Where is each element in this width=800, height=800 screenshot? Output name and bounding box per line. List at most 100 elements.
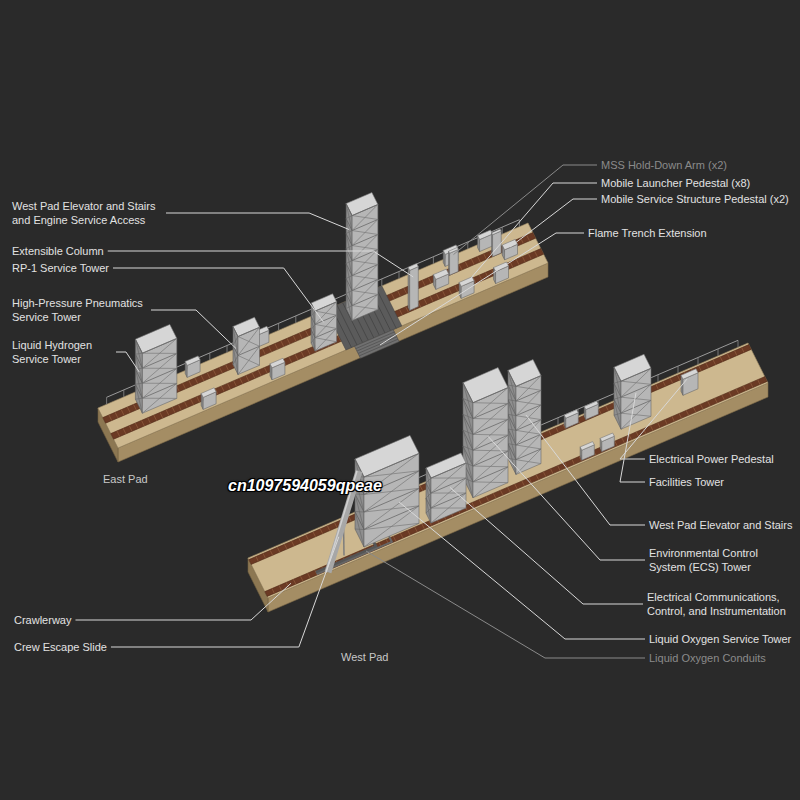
callout-label: Environmental Control System (ECS) Tower bbox=[649, 546, 769, 574]
crawlerway-tie bbox=[629, 435, 631, 440]
lattice-brace bbox=[352, 246, 378, 250]
lattice-bar bbox=[142, 353, 176, 368]
lattice-bar bbox=[355, 494, 364, 512]
railing-post bbox=[123, 390, 124, 397]
lattice-bar bbox=[614, 367, 621, 381]
lattice-bar bbox=[516, 434, 541, 445]
callout-label: Liquid Oxygen Conduits bbox=[649, 651, 766, 665]
leader-line bbox=[366, 551, 645, 658]
crawlerway-tie bbox=[160, 412, 163, 418]
lattice-brace bbox=[516, 420, 541, 445]
lattice-brace bbox=[621, 400, 651, 429]
lattice-bar bbox=[355, 512, 364, 530]
lattice-brace bbox=[516, 430, 541, 434]
crawlerway-tie bbox=[751, 383, 753, 388]
crawlerway-tie bbox=[313, 532, 315, 537]
lattice-brace bbox=[508, 414, 516, 415]
crawlerway-tie bbox=[508, 487, 510, 492]
lattice-bar bbox=[508, 444, 516, 460]
lattice-bar bbox=[135, 354, 142, 368]
callout-label: Liquid Hydrogen Service Tower bbox=[12, 338, 112, 366]
crawlerway-tie bbox=[221, 386, 224, 392]
lattice-brace bbox=[426, 498, 431, 523]
crawlerway-tie bbox=[484, 254, 487, 260]
callout-label: High-Pressure Pneumatics Service Tower bbox=[12, 296, 147, 324]
crawlerway-tie bbox=[263, 349, 266, 355]
crawlerway-tie bbox=[686, 410, 688, 415]
lattice-brace bbox=[346, 234, 352, 261]
railing-post bbox=[295, 316, 296, 323]
lattice-bar bbox=[516, 449, 541, 460]
lattice-bar bbox=[315, 302, 337, 311]
crawlerway-tie bbox=[213, 370, 216, 376]
railing-post bbox=[209, 353, 210, 360]
crawlerway-tie bbox=[197, 397, 200, 403]
leader-line bbox=[75, 583, 291, 620]
lattice-brace bbox=[431, 463, 466, 493]
crawlerway-tie bbox=[430, 296, 433, 302]
crawlerway-tie bbox=[424, 299, 427, 305]
leader-line bbox=[111, 537, 339, 647]
crawlerway-tie bbox=[510, 262, 513, 268]
crawlerway-tie bbox=[471, 259, 474, 265]
tower-top bbox=[508, 360, 541, 387]
lattice-brace bbox=[364, 523, 419, 529]
lattice-brace bbox=[473, 435, 508, 466]
callout-label: Mobile Service Structure Pedestal (x2) bbox=[601, 192, 789, 206]
lattice-brace bbox=[621, 413, 651, 416]
callout-label: Electrical Power Pedestal bbox=[649, 452, 774, 466]
lattice-brace bbox=[621, 397, 651, 400]
lattice-bar bbox=[352, 204, 378, 215]
crawlerway-tie bbox=[459, 264, 462, 270]
crawlerway-tie bbox=[306, 330, 309, 336]
crawlerway-tie bbox=[543, 472, 545, 477]
tower-top bbox=[584, 401, 598, 410]
lattice-brace bbox=[311, 338, 315, 343]
lattice-brace bbox=[431, 493, 466, 494]
lattice-brace bbox=[473, 388, 508, 419]
crawlerway-tie bbox=[109, 415, 112, 421]
crawlerway-tie bbox=[720, 357, 722, 362]
crawlerway-tie bbox=[166, 410, 169, 416]
lattice-brace bbox=[135, 339, 142, 368]
crawlerway-tie bbox=[246, 375, 249, 381]
tower-top bbox=[346, 193, 378, 216]
crawlerway-tie bbox=[663, 381, 665, 386]
railing-post bbox=[106, 397, 107, 404]
lattice-brace bbox=[508, 385, 516, 416]
crawlerway-tie bbox=[527, 235, 530, 241]
oxygen-conduit bbox=[316, 542, 376, 573]
railing-post bbox=[718, 349, 719, 356]
crawlerway-tie bbox=[535, 251, 538, 257]
lattice-brace bbox=[431, 478, 466, 479]
crawlerway-tie bbox=[736, 389, 738, 394]
tower-front bbox=[473, 388, 508, 498]
lattice-bar bbox=[233, 327, 238, 337]
crawlerway-tie bbox=[420, 486, 422, 491]
crawlerway-tie bbox=[270, 550, 272, 555]
crawlerway-tie bbox=[335, 523, 337, 528]
lattice-brace bbox=[473, 419, 508, 450]
lattice-brace bbox=[473, 418, 508, 420]
crawlerway-tie bbox=[292, 541, 294, 546]
crawlerway-tie bbox=[127, 407, 130, 413]
lattice-brace bbox=[315, 328, 337, 351]
railing-post bbox=[698, 358, 699, 365]
lattice-bar bbox=[516, 405, 541, 416]
crawlerway-tie bbox=[529, 254, 532, 260]
lattice-bar bbox=[463, 383, 473, 403]
lattice-brace bbox=[311, 324, 315, 329]
leader-line bbox=[380, 233, 584, 345]
lattice-bar bbox=[431, 493, 466, 508]
leader-line bbox=[454, 165, 598, 255]
tower-top bbox=[270, 358, 285, 368]
crawlerway-tie bbox=[436, 294, 439, 300]
tower-top bbox=[463, 368, 508, 403]
lattice-bar bbox=[364, 453, 419, 477]
crawlerway-tie bbox=[258, 370, 261, 376]
lattice-brace bbox=[355, 511, 364, 513]
lattice-brace bbox=[311, 311, 315, 316]
crawlerway-tie bbox=[121, 410, 124, 416]
crawlerway-tie bbox=[522, 257, 525, 263]
